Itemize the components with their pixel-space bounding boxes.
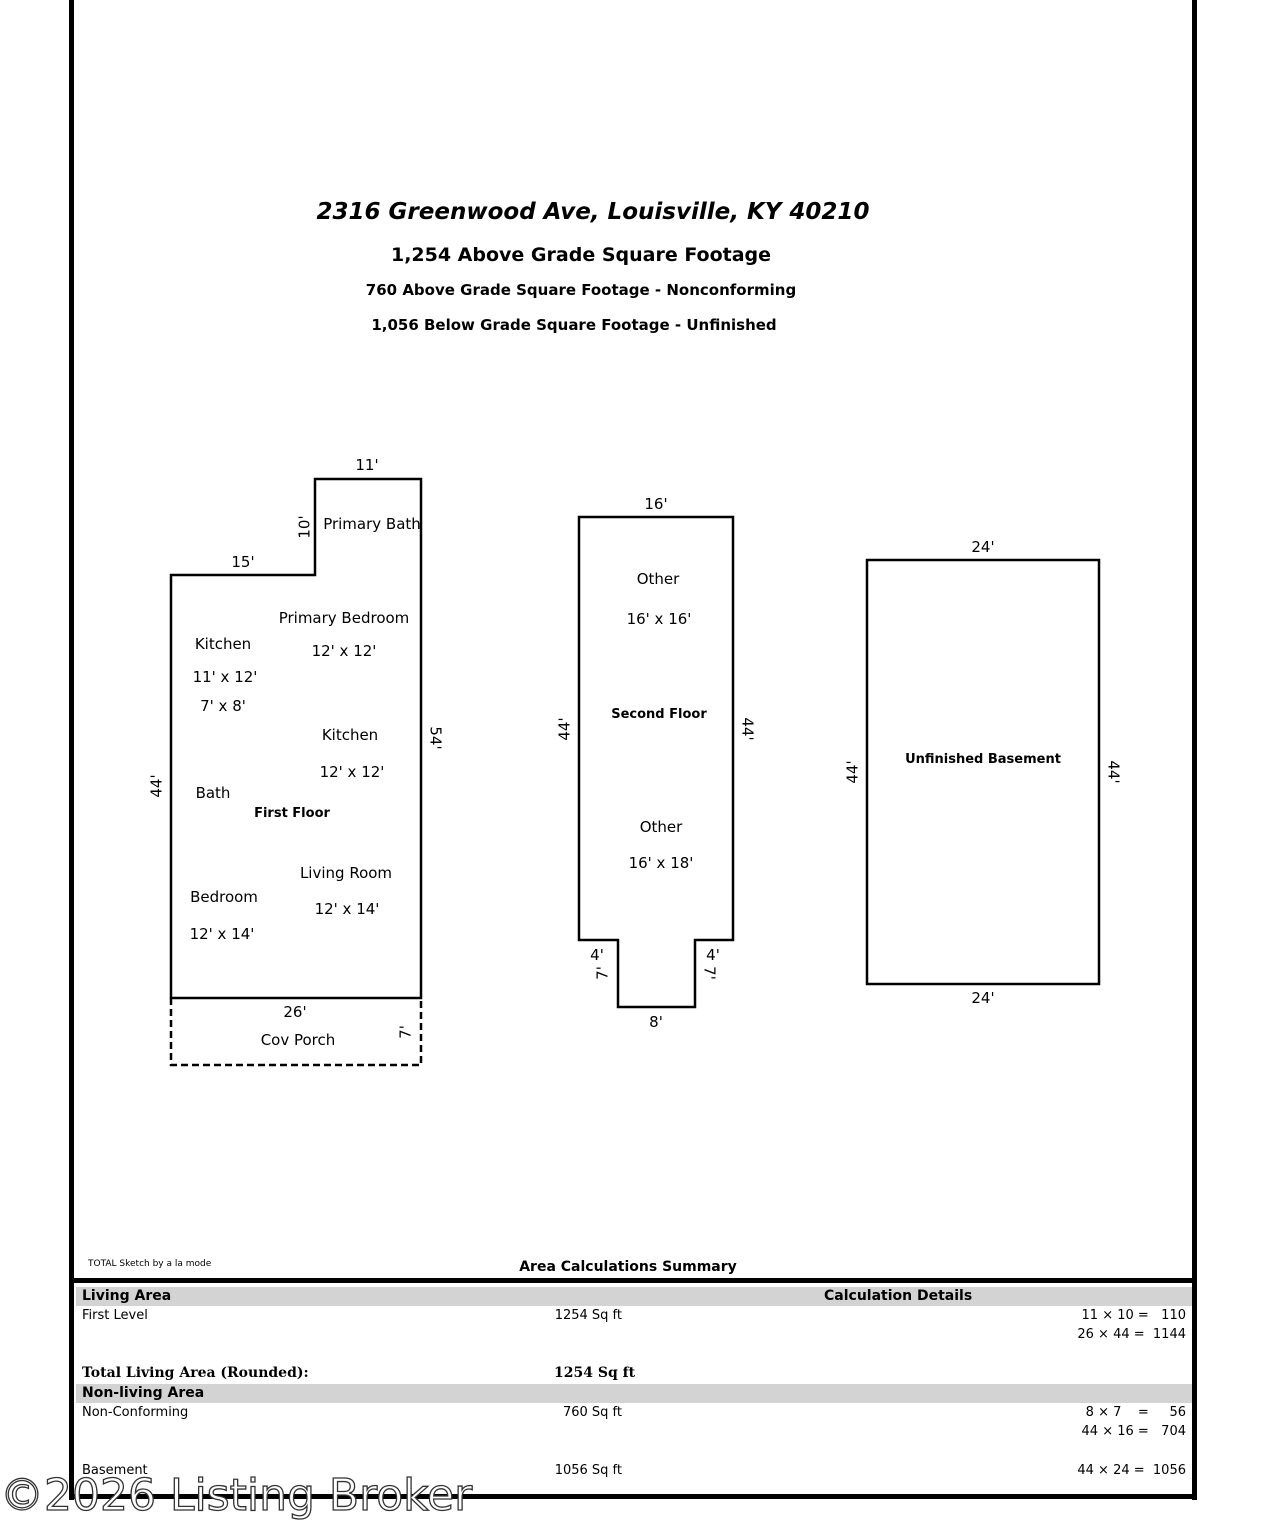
dim-second-notch-left: 4' bbox=[590, 946, 604, 964]
first-level-calc-2: 26 × 44 = 1144 bbox=[1077, 1327, 1186, 1342]
room-primary-bath: Primary Bath bbox=[323, 515, 421, 533]
dim-basement-top: 24' bbox=[971, 538, 994, 556]
dim-second-notch-depth-right: 7' bbox=[701, 966, 719, 980]
dim-first-step-width: 15' bbox=[231, 553, 254, 571]
summary-title: Area Calculations Summary bbox=[519, 1259, 737, 1275]
room-kitchen-2-size: 12' x 12' bbox=[320, 763, 385, 781]
room-cov-porch: Cov Porch bbox=[261, 1031, 336, 1049]
total-living-value: 1254 Sq ft bbox=[554, 1365, 636, 1381]
nonconforming-calc-2: 44 × 16 = 704 bbox=[1081, 1424, 1186, 1439]
nonconforming-label: Non-Conforming bbox=[82, 1405, 189, 1420]
room-kitchen-size: 11' x 12' bbox=[193, 668, 258, 686]
nonliving-header-row bbox=[76, 1384, 1192, 1403]
room-primary-bedroom-size: 12' x 12' bbox=[312, 642, 377, 660]
first-level-area: 1254 Sq ft bbox=[554, 1308, 622, 1323]
dim-second-top: 16' bbox=[644, 495, 667, 513]
dim-first-left: 44' bbox=[148, 774, 166, 797]
room-extra-size: 7' x 8' bbox=[200, 697, 246, 715]
dim-first-step-height: 10' bbox=[296, 515, 314, 538]
nonconforming-footage: 760 Above Grade Square Footage - Nonconf… bbox=[365, 281, 797, 299]
page-frame-left bbox=[69, 0, 74, 1500]
covered-porch-outline bbox=[169, 998, 423, 1067]
dim-second-right: 44' bbox=[739, 717, 757, 740]
dim-second-bottom: 8' bbox=[649, 1013, 663, 1031]
room-bedroom-size: 12' x 14' bbox=[190, 925, 255, 943]
room-kitchen: Kitchen bbox=[195, 635, 251, 653]
room-primary-bedroom: Primary Bedroom bbox=[279, 609, 410, 627]
room-other-1-size: 16' x 16' bbox=[627, 610, 692, 628]
total-living-label: Total Living Area (Rounded): bbox=[82, 1365, 309, 1381]
calc-details-header: Calculation Details bbox=[824, 1288, 973, 1304]
second-floor-outline bbox=[577, 515, 735, 1009]
basement-calc-1: 44 × 24 = 1056 bbox=[1077, 1463, 1186, 1478]
dim-first-right: 54' bbox=[427, 726, 445, 749]
dim-first-bottom: 26' bbox=[283, 1003, 306, 1021]
dim-second-left: 44' bbox=[556, 717, 574, 740]
living-area-header: Living Area bbox=[82, 1288, 172, 1304]
room-other-1: Other bbox=[637, 570, 680, 588]
first-floor-label: First Floor bbox=[254, 806, 330, 821]
basement-label: Unfinished Basement bbox=[905, 752, 1061, 767]
second-floor-label: Second Floor bbox=[611, 707, 707, 722]
sketch-credit: TOTAL Sketch by a la mode bbox=[88, 1259, 212, 1269]
first-level-calc-1: 11 × 10 = 110 bbox=[1081, 1308, 1186, 1323]
dim-basement-bottom: 24' bbox=[971, 989, 994, 1007]
above-grade-footage: 1,254 Above Grade Square Footage bbox=[390, 244, 772, 266]
dim-second-notch-right: 4' bbox=[706, 946, 720, 964]
nonconforming-calc-1: 8 × 7 = 56 bbox=[1085, 1405, 1186, 1420]
property-address: 2316 Greenwood Ave, Louisville, KY 40210 bbox=[316, 199, 870, 225]
summary-divider bbox=[74, 1278, 1192, 1283]
dim-porch-depth: 7' bbox=[397, 1025, 415, 1039]
basement-label-row: Basement bbox=[82, 1463, 148, 1478]
room-other-2-size: 16' x 18' bbox=[629, 854, 694, 872]
dim-basement-right: 44' bbox=[1105, 760, 1123, 783]
room-other-2: Other bbox=[640, 818, 683, 836]
dim-basement-left: 44' bbox=[844, 760, 862, 783]
nonconforming-area: 760 Sq ft bbox=[562, 1405, 622, 1420]
first-floor-outline bbox=[169, 477, 423, 1000]
first-level-label: First Level bbox=[82, 1308, 148, 1323]
floor-plan-sketch: 11' 10' 15' 54' 44' 26' 7' Primary Bath … bbox=[148, 456, 1123, 1067]
copyright-watermark: ©2026 Listing Broker bbox=[0, 1469, 473, 1521]
room-living-room-size: 12' x 14' bbox=[315, 900, 380, 918]
room-kitchen-2: Kitchen bbox=[322, 726, 378, 744]
nonliving-header: Non-living Area bbox=[82, 1385, 205, 1401]
page-frame-bottom bbox=[69, 1494, 1197, 1499]
room-living-room: Living Room bbox=[300, 864, 392, 882]
below-grade-footage: 1,056 Below Grade Square Footage - Unfin… bbox=[371, 316, 777, 334]
room-bedroom: Bedroom bbox=[190, 888, 258, 906]
dim-first-top: 11' bbox=[355, 456, 378, 474]
dim-second-notch-depth-left: 7' bbox=[594, 966, 612, 980]
page-frame-right bbox=[1192, 0, 1197, 1500]
basement-area: 1056 Sq ft bbox=[554, 1463, 622, 1478]
living-area-header-row bbox=[76, 1287, 1192, 1306]
basement-outline bbox=[865, 558, 1101, 986]
room-bath: Bath bbox=[196, 784, 231, 802]
